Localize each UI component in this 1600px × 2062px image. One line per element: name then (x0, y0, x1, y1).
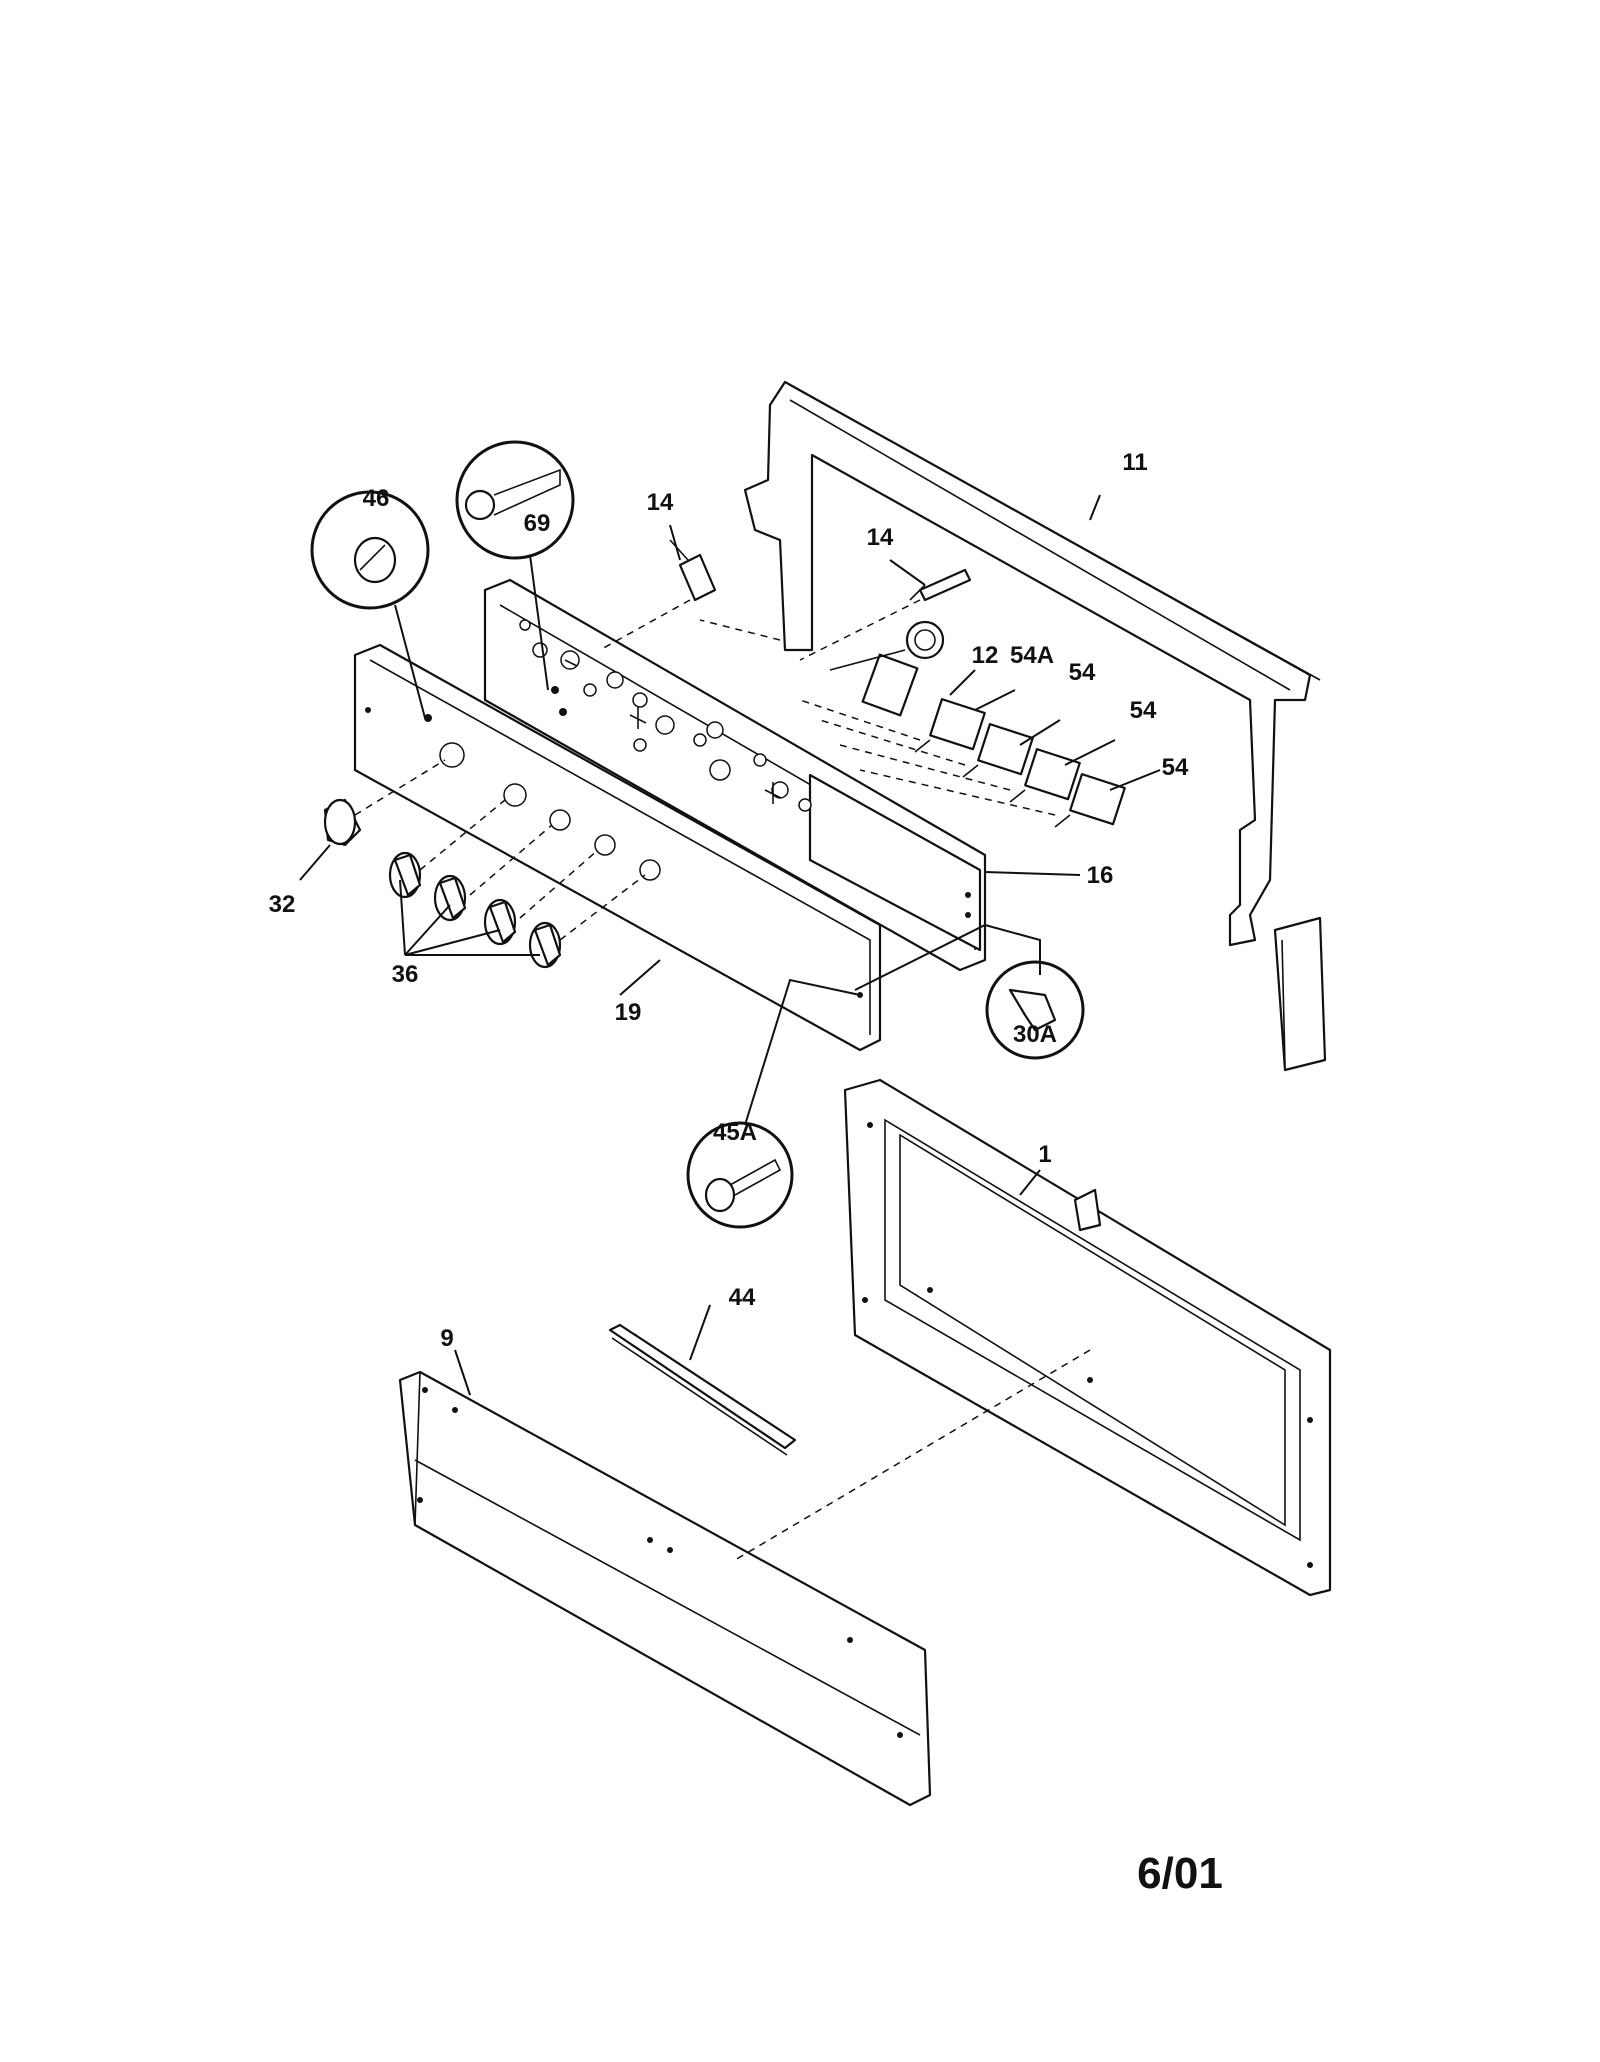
label-45A: 45A (713, 1119, 757, 1146)
label-46: 46 (363, 485, 390, 512)
switch-part-54A (914, 698, 986, 753)
label-11: 11 (1122, 449, 1147, 476)
label-30A: 30A (1013, 1021, 1057, 1048)
date-code: 6/01 (1137, 1849, 1223, 1898)
label-32: 32 (269, 891, 296, 918)
lower-panel-part-1 (843, 1078, 1332, 1597)
electrode-part-14-b (909, 568, 972, 602)
label-54-c: 54 (1162, 754, 1189, 781)
detail-circle-69 (455, 440, 575, 560)
label-1: 1 (1038, 1141, 1051, 1168)
label-54-a: 54 (1069, 659, 1096, 686)
trim-strip-part-44 (608, 1323, 797, 1456)
label-54A: 54A (1010, 642, 1054, 669)
thermostat-part-12 (829, 620, 945, 717)
knob-part-36-d (528, 921, 562, 969)
label-14-b: 14 (867, 524, 894, 551)
label-54-b: 54 (1130, 697, 1157, 724)
label-69: 69 (524, 510, 551, 537)
backguard-part-11 (743, 380, 1327, 1072)
knob-part-36-a (388, 851, 422, 899)
electrode-part-14-a (669, 539, 717, 602)
label-16: 16 (1087, 862, 1114, 889)
label-12: 12 (972, 642, 999, 669)
switch-part-54-c (1054, 773, 1126, 828)
detail-circle-30A (985, 960, 1085, 1060)
detail-circle-45A (686, 1121, 794, 1229)
knob-part-36-b (433, 874, 467, 922)
kick-panel-part-9 (398, 1370, 932, 1807)
knob-part-36-c (483, 898, 517, 946)
control-panel-part-19 (353, 643, 882, 1052)
knob-part-32 (323, 798, 362, 847)
detail-circle-46 (310, 490, 430, 610)
switch-part-54-a (962, 723, 1034, 778)
label-14-a: 14 (647, 489, 674, 516)
label-36: 36 (392, 961, 419, 988)
label-9: 9 (440, 1325, 453, 1352)
label-19: 19 (615, 999, 642, 1026)
label-44: 44 (729, 1284, 756, 1311)
switch-part-54-b (1009, 748, 1081, 803)
